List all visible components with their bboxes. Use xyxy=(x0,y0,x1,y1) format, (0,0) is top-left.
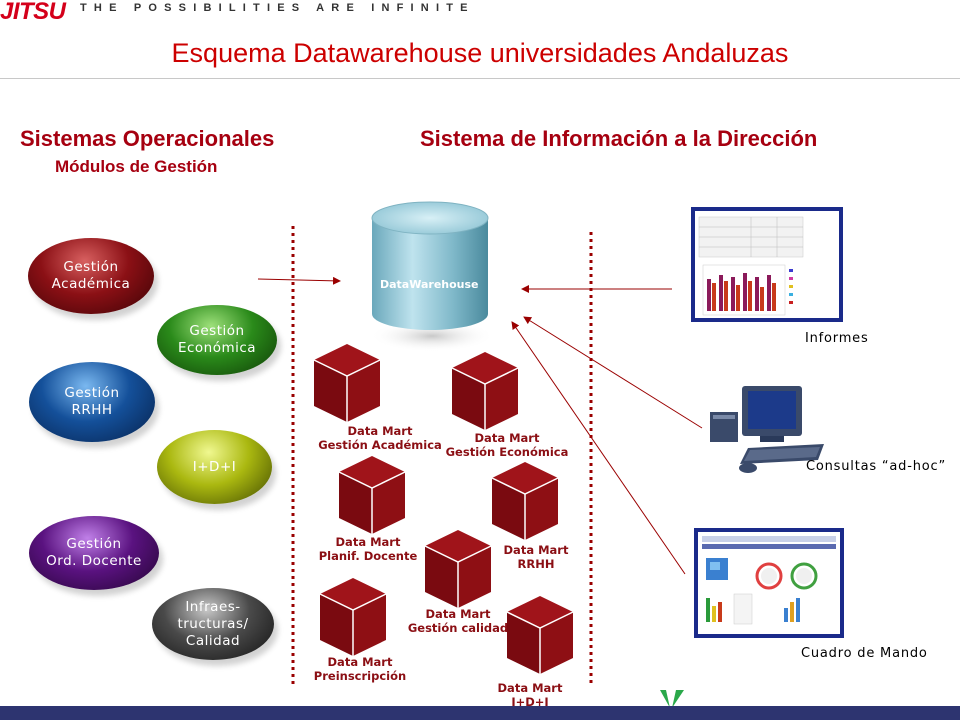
datamart-label-rrhh: Data Mart RRHH xyxy=(503,543,569,571)
datawarehouse-label: DataWarehouse xyxy=(380,278,479,291)
page-title: Esquema Datawarehouse universidades Anda… xyxy=(171,38,789,68)
datamart-cube-gestion-economica xyxy=(451,352,519,430)
datamart-cube-preinscripcion xyxy=(319,578,387,656)
tagline: THE POSSIBILITIES ARE INFINITE xyxy=(80,2,475,14)
footer-bar xyxy=(0,706,960,720)
heading-operational-systems: Sistemas Operacionales xyxy=(20,126,275,151)
fujitsu-logo: JITSU xyxy=(0,0,66,25)
datamart-cube-idi xyxy=(506,596,574,674)
datamart-cube-gestion-calidad xyxy=(424,530,492,608)
report-thumbnail xyxy=(691,207,843,322)
subheading-management-modules: Módulos de Gestión xyxy=(55,157,218,176)
navigation-arrow-icon[interactable] xyxy=(656,688,688,710)
datamart-cube-rrhh xyxy=(491,462,559,540)
label-consultas-ad-hoc: Consultas “ad-hoc” xyxy=(806,459,946,474)
label-informes: Informes xyxy=(805,331,869,346)
datamart-label-gestion-academica: Data Mart Gestión Académica xyxy=(318,424,442,452)
heading-management-information-system: Sistema de Información a la Dirección xyxy=(420,126,818,151)
module-gestion-rrhh: Gestión RRHH xyxy=(29,362,155,442)
title-divider xyxy=(0,78,960,79)
datamart-label-preinscripcion: Data Mart Preinscripción xyxy=(313,655,407,683)
datamart-cube-gestion-academica xyxy=(313,344,381,422)
module-idi: I+D+I xyxy=(157,430,272,504)
datamart-label-idi: Data Mart I+D+I xyxy=(497,681,563,709)
datamart-label-gestion-economica: Data Mart Gestión Económica xyxy=(445,431,569,459)
datamart-cube-planif-docente xyxy=(338,456,406,534)
module-ordenacion-docente: Gestión Ord. Docente xyxy=(29,516,159,590)
arrow-cuadro-to-dw xyxy=(511,321,686,575)
module-infraestructuras-calidad: Infraes- tructuras/ Calidad xyxy=(152,588,274,660)
label-cuadro-de-mando: Cuadro de Mando xyxy=(801,646,928,661)
datamart-label-gestion-calidad: Data Mart Gestión calidad xyxy=(407,607,509,635)
dashboard-thumbnail xyxy=(694,528,844,638)
arrow-consultas-to-dw xyxy=(523,316,703,429)
module-gestion-economica: Gestión Económica xyxy=(157,305,277,375)
arrow-modules-to-dw xyxy=(257,276,341,285)
datawarehouse-cylinder xyxy=(370,201,494,352)
computer-icon xyxy=(710,386,824,473)
module-gestion-academica: Gestión Académica xyxy=(28,238,154,314)
datamart-label-planif-docente: Data Mart Planif. Docente xyxy=(318,535,418,563)
